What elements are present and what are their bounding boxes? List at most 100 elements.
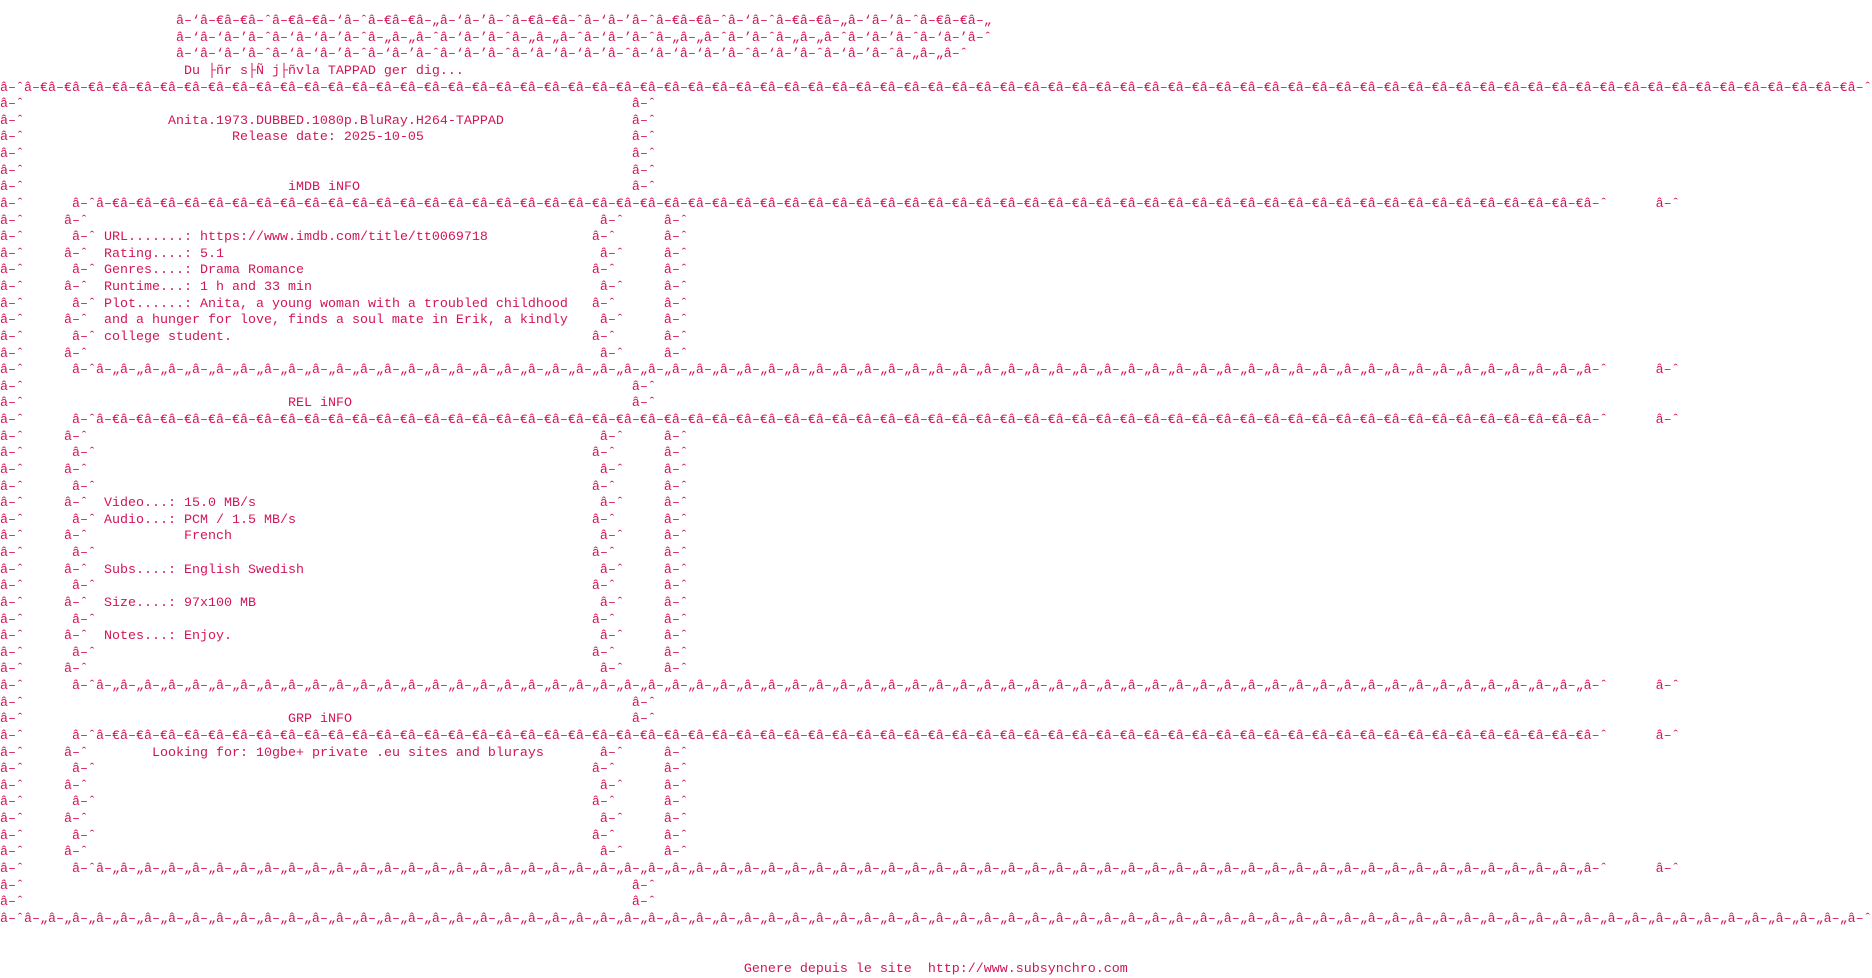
spacer (624, 812, 664, 827)
rel-notes-label: Notes...: (104, 629, 176, 645)
border-art: â–ˆ (0, 662, 24, 678)
border-art: â–ˆ (0, 379, 24, 395)
border-art: â–ˆ (663, 562, 688, 578)
spacer (616, 829, 664, 844)
border-art: â–ˆ (663, 828, 688, 844)
spacer (24, 313, 64, 328)
blank-line: â–ˆ â–ˆ (0, 380, 1872, 397)
spacer (24, 297, 72, 312)
spacer (624, 313, 664, 328)
spacer (616, 330, 664, 345)
border-art: â–ˆ (72, 296, 96, 312)
border-art: â–ˆ (0, 512, 24, 528)
border-art: â–ˆ (64, 595, 88, 611)
spacer (0, 962, 744, 977)
logo-art: â–‘â–‘â–’â–ˆâ–‘â–‘â–’â–ˆâ–„â–„â–ˆâ–‘â–’â… (175, 30, 992, 46)
blank-line: â–ˆ â–ˆ (0, 879, 1872, 896)
border-art: â–ˆ (0, 878, 24, 894)
spacer (24, 845, 64, 860)
blank-line: â–ˆ â–ˆ (0, 147, 1872, 164)
border-art: â–ˆ (599, 845, 624, 861)
border-art: â–ˆ (663, 645, 688, 661)
footer-link[interactable]: http://www.subsynchro.com (927, 961, 1128, 977)
border-art: â–ˆ (663, 446, 688, 462)
spacer (256, 596, 600, 611)
spacer (232, 529, 600, 544)
border-art: â–ˆ (0, 196, 24, 212)
rel-audio-line: â–ˆ â–ˆ Audio...: PCM / 1.5 MB/s â–ˆ â–ˆ (0, 513, 1872, 530)
spacer (96, 829, 592, 844)
border-art: â–ˆ (72, 546, 96, 561)
spacer (24, 197, 72, 212)
empty-line (0, 928, 1872, 945)
border-art: â–ˆ (0, 130, 24, 146)
spacer (0, 945, 8, 960)
border-art: â–ˆ (663, 762, 688, 778)
grp-heading: GRP iNFO (287, 712, 352, 728)
border-art: â–ˆ (591, 612, 616, 628)
border-art: â–ˆ (0, 147, 24, 162)
border-art: â–ˆ (591, 479, 616, 495)
border-art: â–ˆ (0, 80, 24, 96)
border-art: â–ˆ (64, 313, 88, 329)
spacer (24, 546, 72, 561)
spacer (24, 529, 64, 544)
imdb-box-top: â–ˆ â–ˆâ–€â–€â–€â–€â–€â–€â–€â–€â–€â–€â–€… (0, 197, 1872, 214)
rel-video-label: Video...: (104, 496, 176, 512)
border-art: â–ˆ (631, 712, 656, 728)
spacer (96, 579, 592, 594)
spacer (544, 746, 600, 761)
grp-looking-line: â–ˆ â–ˆ Looking for: 10gbe+ private .eu … (0, 746, 1872, 763)
border-art: â–ˆ (0, 728, 24, 744)
border-art: â–ˆ (0, 180, 24, 196)
rel-audio-value: PCM / 1.5 MB/s (183, 512, 296, 528)
spacer (624, 214, 664, 229)
spacer (504, 114, 632, 129)
imdb-url-value: https://www.imdb.com/title/tt0069718 (199, 230, 488, 246)
border-art: â–ˆ (72, 196, 96, 212)
border-art: â–ˆ (64, 462, 88, 478)
border-art: â–ˆ (663, 230, 688, 246)
spacer (1608, 413, 1656, 428)
rel-subs-label: Subs....: (104, 562, 176, 578)
border-art: â–ˆ (0, 795, 24, 811)
spacer (88, 214, 600, 229)
blank-line: â–ˆ â–ˆ â–ˆ â–ˆ (0, 812, 1872, 829)
spacer (192, 247, 200, 262)
spacer (24, 413, 72, 428)
border-art: â–ˆ (72, 446, 96, 462)
spacer (624, 463, 664, 478)
spacer (24, 330, 72, 345)
spacer (616, 613, 664, 628)
border-art: â–ˆ (0, 679, 24, 694)
spacer (616, 513, 664, 528)
border-art: â–ˆ (72, 828, 96, 844)
spacer (96, 513, 104, 528)
spacer (0, 47, 176, 62)
border-art: â–ˆ (0, 163, 24, 179)
spacer (96, 297, 104, 312)
border-art: â–ˆ (591, 446, 616, 462)
grp-looking-for: Looking for: 10gbe+ private .eu sites an… (152, 745, 544, 761)
spacer (624, 496, 664, 511)
imdb-genres-value: Drama Romance (199, 263, 304, 279)
border-art: â–ˆ (591, 263, 616, 279)
border-art: â–ˆ (631, 180, 656, 196)
spacer (88, 430, 600, 445)
border-art: â–ˆ (0, 778, 24, 794)
border-art: â–ˆ (0, 812, 24, 827)
spacer (24, 280, 64, 295)
border-art: â–ˆ (0, 745, 24, 761)
blank-line: â–ˆ â–ˆ â–ˆ â–ˆ (0, 829, 1872, 846)
border-art: â–ˆ (591, 329, 616, 345)
spacer (24, 496, 64, 511)
border-art: â–ˆ (0, 479, 24, 495)
blank-line: â–ˆ â–ˆ â–ˆ â–ˆ (0, 463, 1872, 480)
spacer (24, 712, 288, 727)
border-art: â–ˆ (64, 213, 88, 229)
border-art: â–ˆ (0, 645, 24, 661)
border-art: â–ˆ (72, 762, 96, 778)
spacer (24, 446, 72, 461)
border-art: â–ˆ (0, 595, 24, 611)
border-art: â–ˆ (0, 845, 24, 861)
